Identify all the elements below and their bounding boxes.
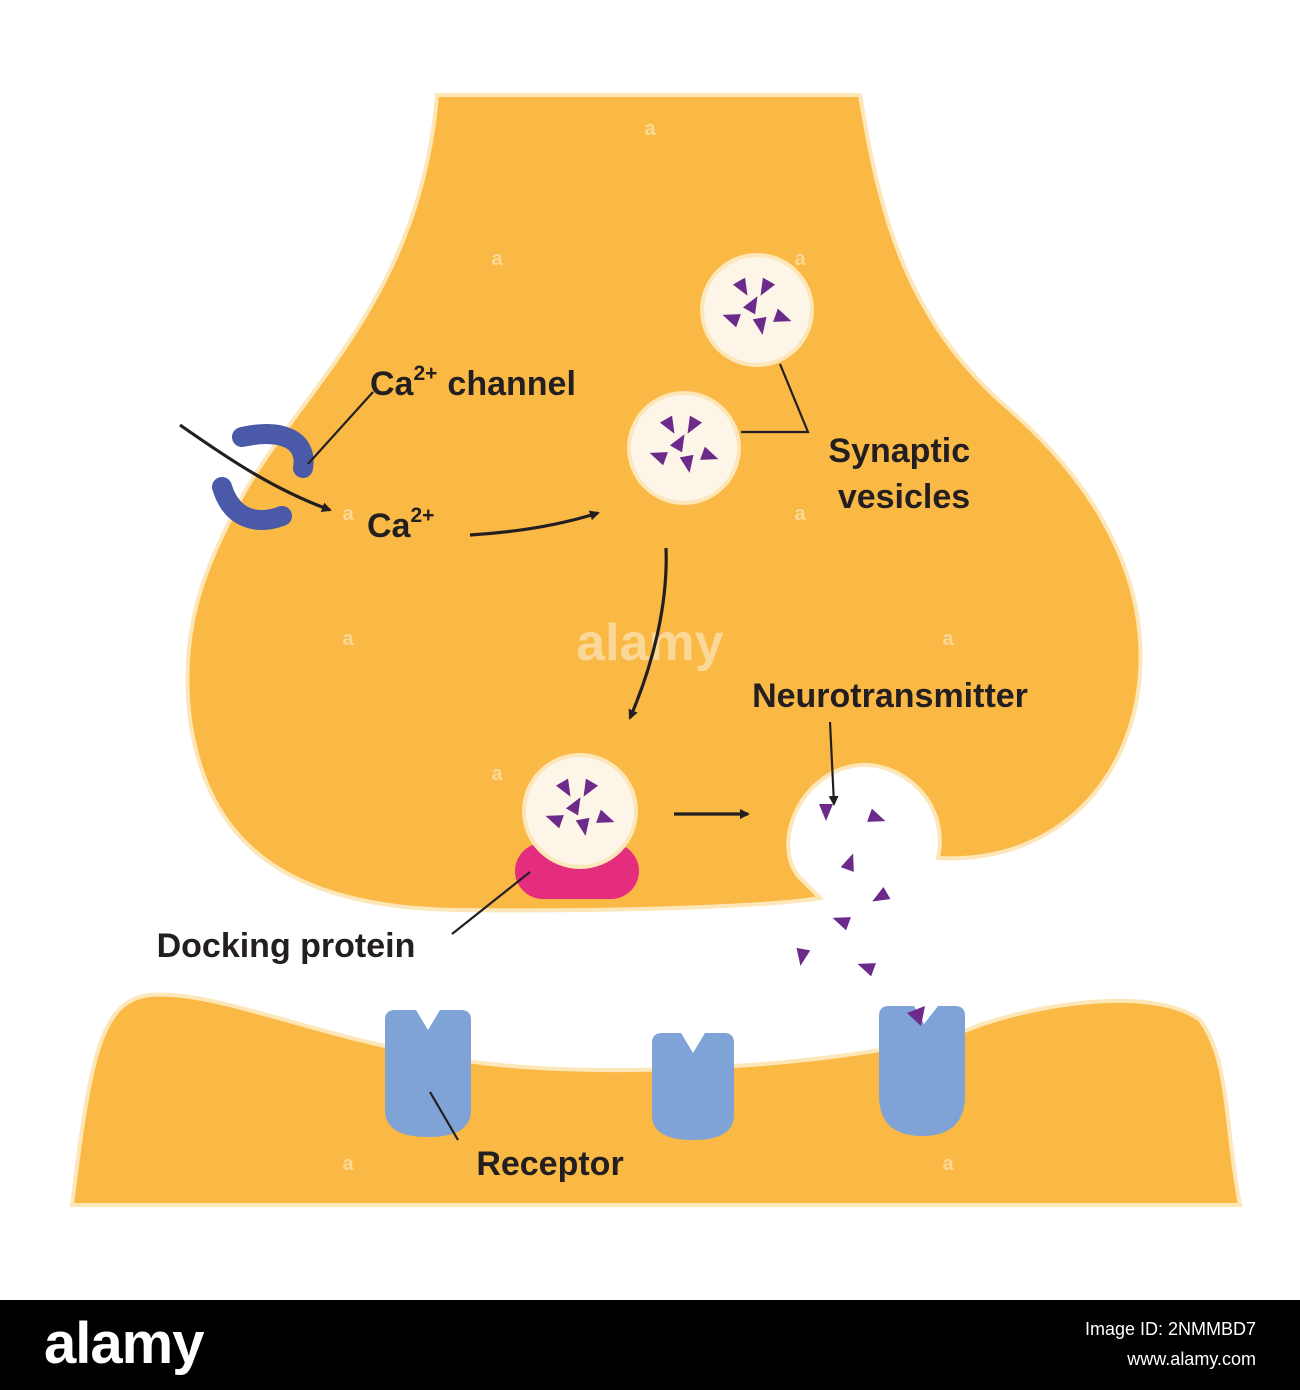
svg-text:a: a: [942, 628, 954, 650]
svg-text:a: a: [942, 1153, 954, 1175]
presynaptic-terminal: [185, 93, 1143, 913]
receptor-label: Receptor: [476, 1145, 623, 1183]
receptor-icon-2: [652, 1033, 734, 1140]
neurotransmitter-leader: [828, 721, 839, 806]
receptor-leader: [429, 1091, 459, 1141]
synapse-diagram: alamy a a a a a a a a a a: [69, 93, 1243, 1207]
receptor-icon-3: [879, 1006, 965, 1136]
svg-text:a: a: [491, 248, 503, 270]
svg-text:a: a: [342, 503, 354, 525]
alamy-logo: alamy: [44, 1311, 204, 1376]
docking-protein-label: Docking protein: [157, 927, 416, 965]
ca-ion-label: Ca2+: [367, 504, 434, 545]
docked-vesicle: [522, 753, 638, 869]
synaptic-vesicles-leader: [741, 363, 810, 434]
ca-channel-icon: [212, 424, 314, 530]
synaptic-vesicle-middle: [627, 391, 741, 505]
footer-meta: Image ID: 2NMMBD7 www.alamy.com: [1085, 1314, 1256, 1374]
svg-text:a: a: [342, 628, 354, 650]
svg-text:a: a: [794, 248, 806, 270]
synaptic-vesicle-top: [700, 253, 814, 367]
receptor-icon-1: [385, 1010, 471, 1137]
ca-influx-arrow: [179, 423, 332, 512]
svg-text:a: a: [491, 763, 503, 785]
ca-to-vesicle-arrow: [469, 510, 600, 537]
bound-neurotransmitter: [907, 1006, 925, 1026]
ca-channel-label: Ca2+channel: [370, 362, 576, 403]
svg-text:a: a: [794, 503, 806, 525]
watermark-tiles: a a a a a a a a a a: [342, 118, 954, 1175]
neurotransmitter-label: Neurotransmitter: [752, 677, 1028, 715]
stock-footer-bar: alamy Image ID: 2NMMBD7 www.alamy.com: [0, 1300, 1300, 1390]
docking-protein-leader: [451, 871, 531, 935]
svg-text:a: a: [644, 118, 656, 140]
vesicle-transport-arrow: [628, 547, 668, 720]
ca-channel-leader: [307, 391, 374, 465]
site-url-text: www.alamy.com: [1127, 1349, 1256, 1369]
image-id-text: Image ID: 2NMMBD7: [1084, 1319, 1256, 1339]
svg-text:a: a: [342, 1153, 354, 1175]
synaptic-vesicles-label: Synaptic vesicles: [828, 432, 979, 516]
